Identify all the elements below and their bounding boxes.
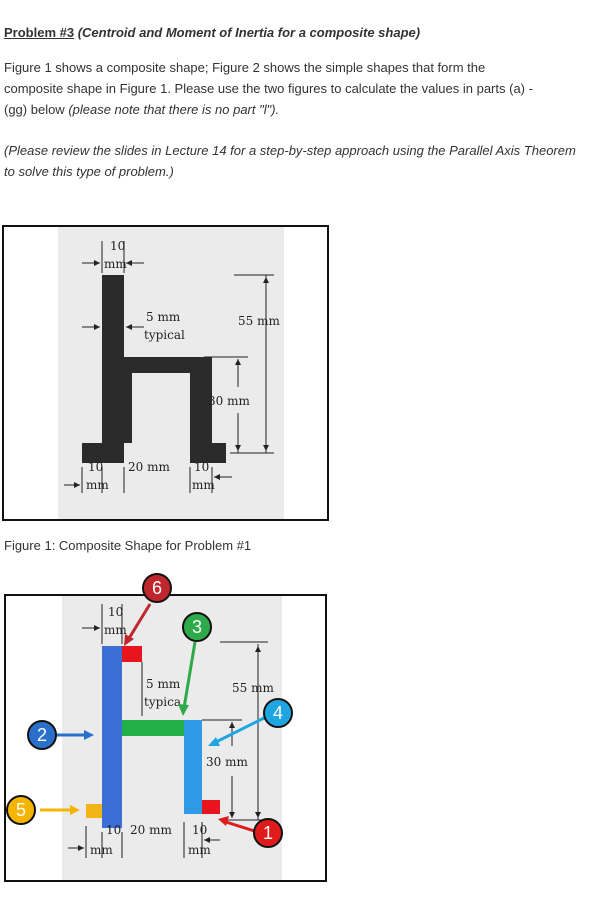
dim-bot-10b: 10: [194, 460, 209, 474]
shape-2-left-flange: [102, 646, 122, 828]
dim2-top-10: 10: [108, 605, 123, 619]
dim2-height-30: 30 mm: [206, 755, 248, 769]
dim2-bot-20: 20 mm: [130, 823, 172, 837]
dim2-bot-10b: 10: [192, 823, 207, 837]
figure-1-arrowheads: [74, 260, 269, 488]
figure-2-background: [62, 596, 282, 880]
marker-5: 5: [6, 795, 36, 825]
note-line-1: (Please review the slides in Lecture 14 …: [4, 143, 576, 158]
shape-6-top-tab: [122, 646, 142, 662]
intro-line-2: composite shape in Figure 1. Please use …: [4, 81, 533, 96]
dim-typical-word: typical: [144, 328, 185, 342]
intro-line-3-italic: (please note that there is no part "l").: [68, 102, 280, 117]
dim-bot-mm-a: mm: [86, 478, 109, 492]
marker-3: 3: [182, 612, 212, 642]
shape-3-web: [122, 720, 184, 736]
marker-6: 6: [142, 573, 172, 603]
dim-bot-20: 20 mm: [128, 460, 170, 474]
intro-paragraph: Figure 1 shows a composite shape; Figure…: [4, 57, 604, 120]
dim2-height-55: 55 mm: [232, 681, 274, 695]
dim2-typical-word: typica: [144, 695, 181, 709]
problem-number: Problem #3: [4, 25, 75, 40]
marker-1: 1: [253, 818, 283, 848]
problem-heading: Problem #3 (Centroid and Moment of Inert…: [4, 26, 420, 39]
figure-1-caption: Figure 1: Composite Shape for Problem #1: [4, 538, 252, 553]
marker-4: 4: [263, 698, 293, 728]
dim-bot-10a: 10: [88, 460, 103, 474]
dim2-bot-mm-b: mm: [188, 843, 211, 857]
dim-height-55: 55 mm: [238, 314, 280, 328]
dim-top-10: 10: [110, 239, 125, 253]
dim-typical-5: 5 mm: [146, 310, 181, 324]
note-line-2: to solve this type of problem.): [4, 164, 174, 179]
intro-line-3: (gg) below (please note that there is no…: [4, 99, 604, 120]
dim2-top-mm: mm: [104, 623, 127, 637]
shape-5-bottom-tab: [86, 804, 102, 818]
dim-top-mm: mm: [104, 257, 127, 271]
figure-1-drawing: 10 mm 5 mm typical 55 mm 30 mm 10 mm 20 …: [58, 227, 284, 519]
intro-line-1: Figure 1 shows a composite shape; Figure…: [4, 60, 486, 75]
shape-1-bottom-tab: [202, 800, 220, 814]
note-paragraph: (Please review the slides in Lecture 14 …: [4, 140, 604, 182]
dim2-typical-5: 5 mm: [146, 677, 181, 691]
dim-bot-mm-b: mm: [192, 478, 215, 492]
figure-1: 10 mm 5 mm typical 55 mm 30 mm 10 mm 20 …: [2, 225, 329, 521]
dim2-bot-10a: 10: [106, 823, 121, 837]
shape-4-right-flange: [184, 720, 202, 814]
intro-line-3-pre: (gg) below: [4, 102, 69, 117]
marker-2: 2: [27, 720, 57, 750]
dim2-bot-mm-a: mm: [90, 843, 113, 857]
dim-height-30: 30 mm: [208, 394, 250, 408]
problem-subtitle: (Centroid and Moment of Inertia for a co…: [77, 25, 421, 40]
composite-h-shape: [82, 275, 226, 463]
